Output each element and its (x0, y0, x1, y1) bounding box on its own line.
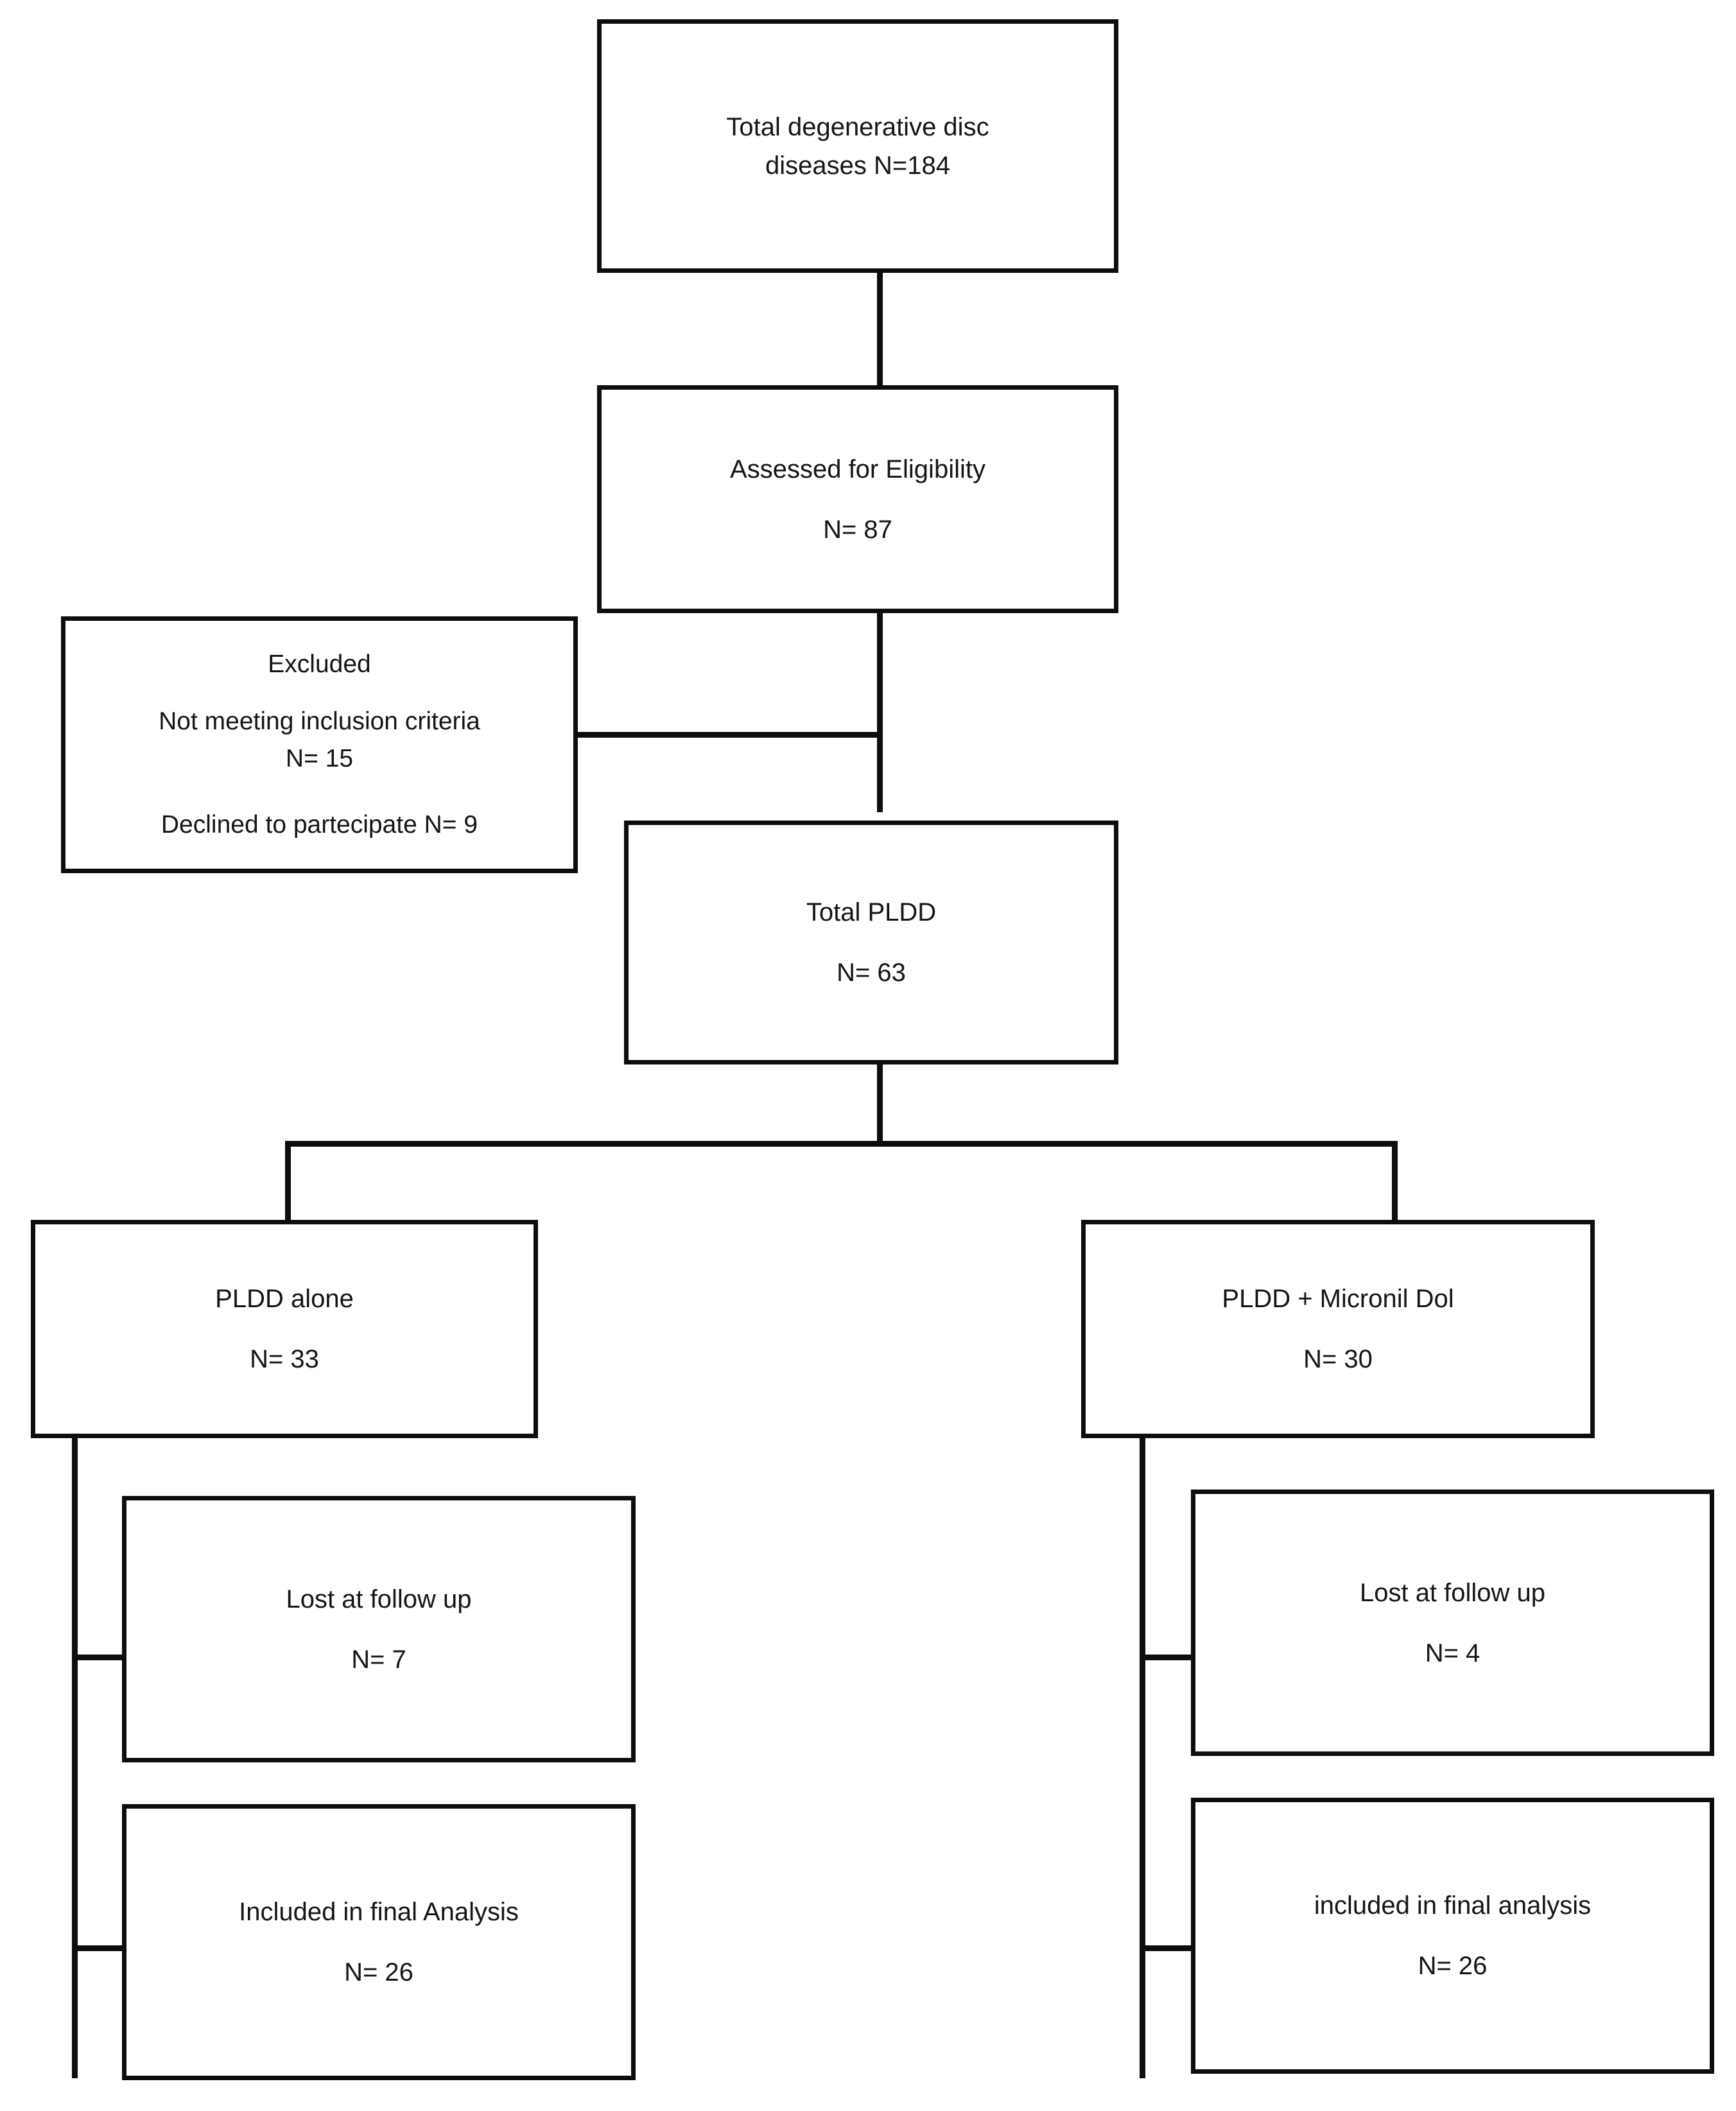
node-excluded-line4: Declined to partecipate N= 9 (161, 810, 478, 838)
node-pldd-alone-line2: N= 33 (250, 1345, 319, 1373)
connector-pldd-stem (877, 1063, 883, 1143)
node-excluded[interactable]: Excluded Not meeting inclusion criteria … (61, 616, 578, 873)
node-total-pldd[interactable]: Total PLDD N= 63 (624, 821, 1118, 1064)
node-final-right-line2: N= 26 (1418, 1952, 1488, 1980)
connector-excluded-to-stem (575, 732, 881, 738)
node-lost-at-follow-up-right[interactable]: Lost at follow up N= 4 (1191, 1490, 1714, 1756)
node-lost-right-line2: N= 4 (1425, 1638, 1480, 1667)
node-final-left-line1: Included in final Analysis (239, 1898, 519, 1926)
connector-right-to-final (1140, 1945, 1207, 1951)
node-pldd-alone-line1: PLDD alone (215, 1285, 354, 1313)
node-included-in-final-analysis-left[interactable]: Included in final Analysis N= 26 (122, 1804, 636, 2080)
node-pldd-micronil-dol[interactable]: PLDD + Micronil Dol N= 30 (1081, 1220, 1595, 1438)
node-total-line1: Total degenerative disc (726, 112, 989, 141)
connector-left-to-final (72, 1945, 139, 1951)
connector-left-to-lost (72, 1655, 139, 1660)
node-lost-left-line2: N= 7 (351, 1645, 406, 1674)
node-pldd-micronil-line1: PLDD + Micronil Dol (1222, 1285, 1454, 1313)
connector-split-right-drop (1392, 1141, 1398, 1224)
node-excluded-line3: N= 15 (285, 745, 354, 772)
connector-right-to-lost (1140, 1655, 1207, 1660)
connector-total-to-assessed (877, 270, 883, 385)
node-excluded-line2: Not meeting inclusion criteria (159, 707, 480, 735)
node-lost-left-line1: Lost at follow up (286, 1585, 472, 1613)
node-final-left-line2: N= 26 (344, 1958, 413, 1986)
node-lost-right-line1: Lost at follow up (1359, 1578, 1546, 1607)
connector-left-children-stem (72, 1436, 78, 2078)
node-pldd-alone[interactable]: PLDD alone N= 33 (31, 1220, 538, 1438)
node-lost-at-follow-up-left[interactable]: Lost at follow up N= 7 (122, 1496, 636, 1762)
connector-right-children-stem (1140, 1436, 1145, 2078)
node-assessed-line1: Assessed for Eligibility (730, 455, 985, 483)
node-assessed-line2: N= 87 (823, 515, 892, 544)
connector-assessed-stem (877, 613, 883, 812)
connector-split-bus (285, 1141, 1398, 1147)
node-pldd-micronil-line2: N= 30 (1303, 1345, 1373, 1373)
node-assessed-for-eligibility[interactable]: Assessed for Eligibility N= 87 (597, 385, 1118, 613)
node-total-pldd-line1: Total PLDD (806, 898, 937, 926)
node-final-right-line1: included in final analysis (1314, 1891, 1592, 1920)
node-total-pldd-line2: N= 63 (837, 959, 906, 987)
connector-split-left-drop (285, 1141, 291, 1224)
node-included-in-final-analysis-right[interactable]: included in final analysis N= 26 (1191, 1798, 1714, 2074)
node-excluded-line1: Excluded (268, 650, 371, 678)
node-total-degenerative-disc-diseases[interactable]: Total degenerative disc diseases N=184 (597, 19, 1118, 273)
node-total-line2: diseases N=184 (765, 151, 950, 180)
